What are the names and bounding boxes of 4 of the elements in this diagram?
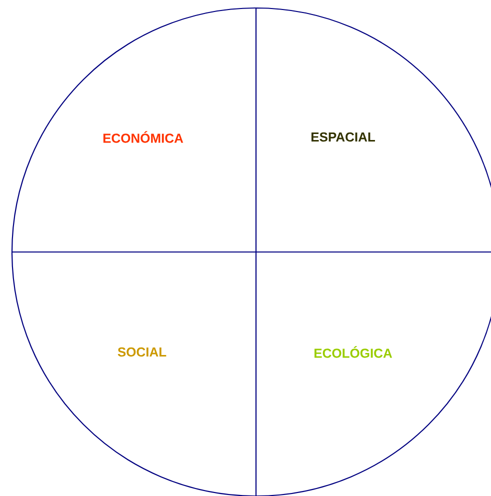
quadrant-label: ESPACIAL — [312, 132, 375, 142]
quadrant-label: ECOLÓGICA — [314, 346, 392, 358]
quadrant-label: ECONÓMICA — [103, 131, 184, 143]
quadrant-label: SOCIAL — [118, 347, 166, 357]
